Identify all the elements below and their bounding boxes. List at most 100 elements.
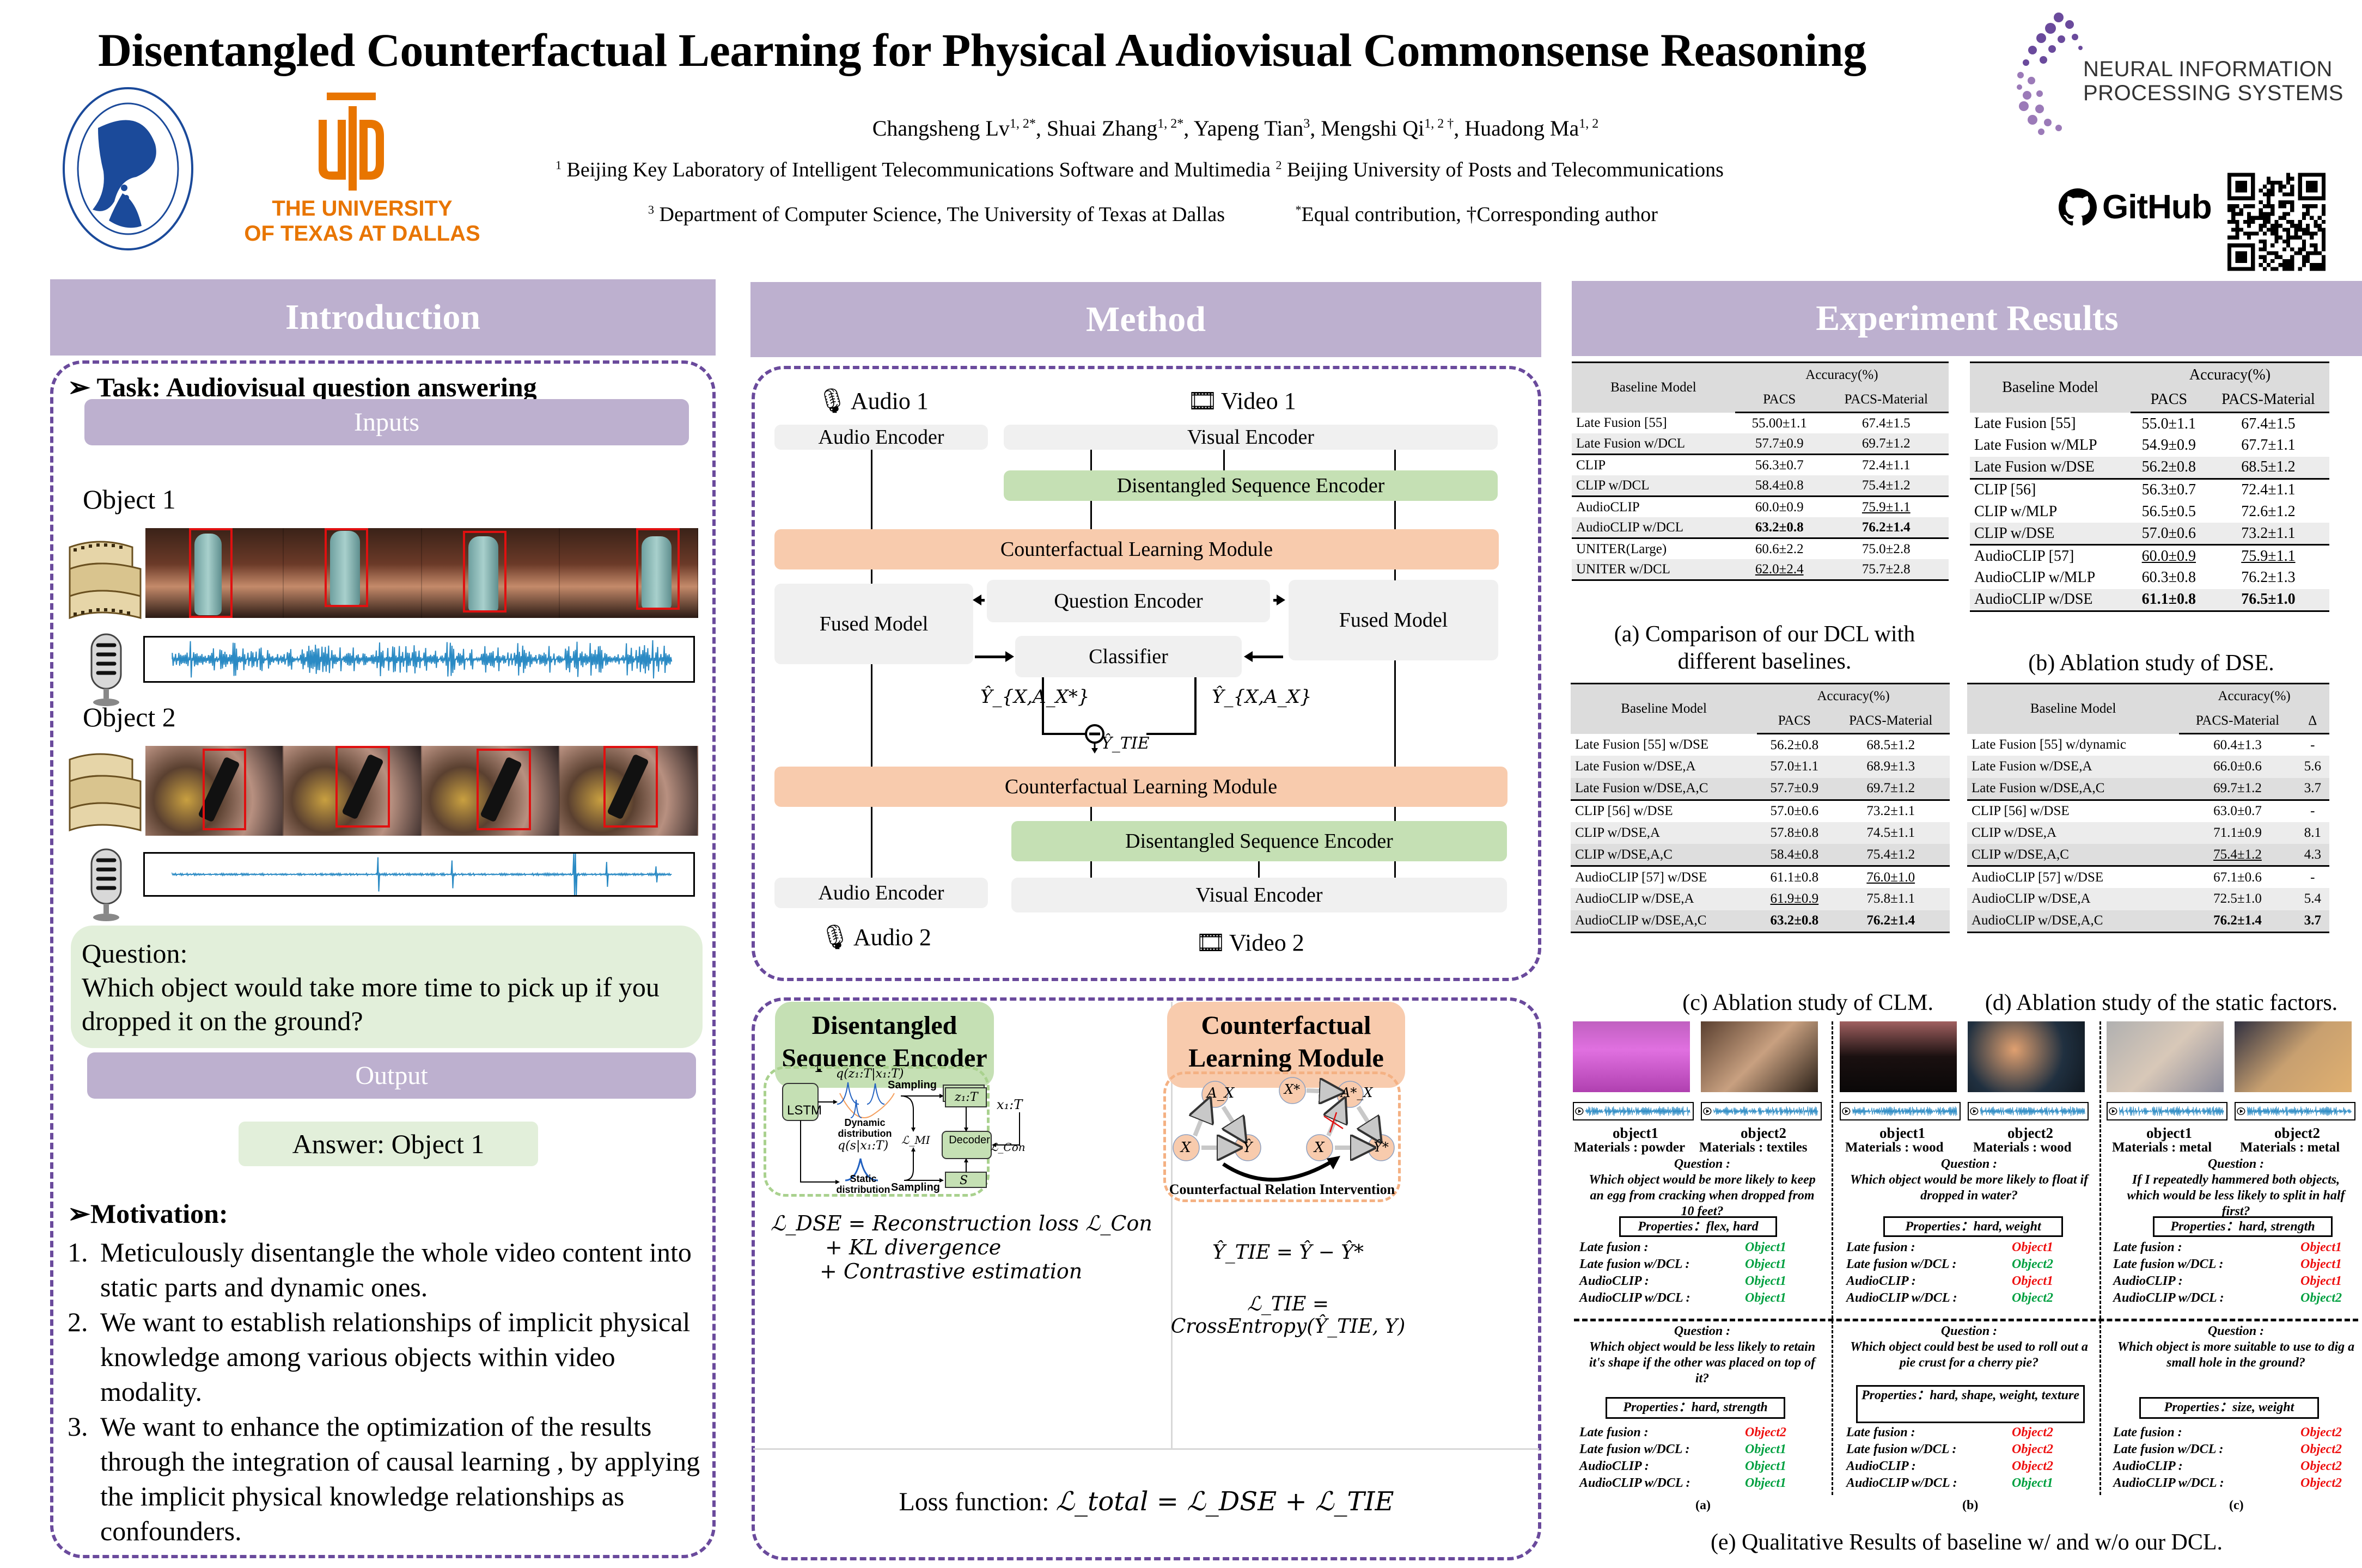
author-affiliation-marker: 3 — [1303, 117, 1310, 131]
question-box: Question: Which object would take more t… — [71, 926, 703, 1048]
connector-line — [871, 807, 872, 878]
dynamic-curve — [839, 1093, 895, 1118]
clm-diagram-caption: Counterfactual Relation Intervention — [1169, 1181, 1395, 1197]
intervention-arrow — [1222, 1159, 1333, 1182]
audio2-input: 🎙Audio 2 — [820, 923, 931, 951]
header-column: PACS — [1735, 387, 1824, 413]
accuracy-value: 75.0±2.8 — [1861, 541, 1911, 556]
header-column: PACS-Material — [1823, 387, 1949, 413]
prediction-row: Late fusion :Object1 — [1846, 1240, 2053, 1254]
affiliation-2: Beijing University of Posts and Telecomm… — [1287, 158, 1724, 181]
prediction-row: Late fusion :Object1 — [1579, 1240, 1786, 1254]
arrow-bullet-icon: ➢ — [68, 372, 97, 402]
properties-box: Properties：hard, weight — [1883, 1216, 2063, 1237]
node-xstar — [1279, 1077, 1306, 1104]
accuracy-value: 69.7±1.2 — [1823, 433, 1949, 455]
header-model: Baseline Model — [1572, 362, 1735, 413]
header-accuracy: Accuracy(%) — [2179, 683, 2329, 709]
sampling-label-bottom: Sampling — [891, 1181, 941, 1193]
audio-player[interactable] — [1968, 1102, 2089, 1120]
header-column: PACS — [1757, 708, 1832, 734]
model-name: Late Fusion w/DSE,A — [1967, 756, 2180, 778]
node-ystar-label: Ŷ* — [1374, 1140, 1389, 1155]
object1-material: Materials : powder — [1574, 1140, 1686, 1155]
cut-cross-icon — [1323, 1112, 1344, 1133]
accuracy-value: 54.9±0.9 — [2141, 437, 2196, 454]
model-name: CLIP w/DSE,A,C — [1571, 844, 1757, 867]
model-name: AudioCLIP w/DSE — [1970, 589, 2131, 612]
accuracy-value: 58.4±0.8 — [1735, 475, 1824, 497]
github-link[interactable]: GitHub — [2059, 188, 2212, 226]
motivation-list: 1. Meticulously disentangle the whole vid… — [68, 1235, 710, 1548]
accuracy-value: 4.3 — [2296, 844, 2329, 867]
object1-material: Materials : metal — [2112, 1140, 2212, 1155]
audio-player[interactable] — [2235, 1102, 2355, 1120]
accuracy-value: 75.7±2.8 — [1823, 559, 1949, 581]
audio1-input: 🎙Audio 1 — [817, 387, 929, 415]
audio-player[interactable] — [1840, 1102, 1961, 1120]
prediction-row: Late fusion w/DCL :Object1 — [2113, 1257, 2342, 1271]
object1-audio-waveform — [143, 636, 695, 683]
accuracy-value: 57.7±0.9 — [1757, 777, 1832, 801]
object1-caption: object1 — [2146, 1125, 2192, 1141]
dse-loss-line: + Contrastive estimation — [820, 1259, 1083, 1283]
accuracy-value: 5.6 — [2296, 756, 2329, 778]
accuracy-value: 73.2±1.1 — [1866, 804, 1915, 818]
section-header-method: Method — [750, 282, 1541, 357]
motivation-item: 2.We want to establish relationships of … — [68, 1304, 710, 1409]
header-accuracy: Accuracy(%) — [1757, 683, 1950, 709]
table-d-caption: (d) Ablation study of the static factors… — [1985, 990, 2338, 1015]
author: Changsheng Lv1, 2* — [872, 116, 1036, 140]
audio-player[interactable] — [2107, 1102, 2227, 1120]
item-number: 1. — [68, 1237, 88, 1267]
neurips-line2: PROCESSING SYSTEMS — [2083, 81, 2343, 105]
tie-equation: Ŷ_TIE = Ŷ − Ŷ* — [1212, 1241, 1364, 1264]
model-name: CLIP w/MLP — [1974, 503, 2058, 520]
video-frame — [560, 746, 698, 836]
item-text: Meticulously disentangle the whole video… — [100, 1237, 692, 1302]
qualitative-caption: (e) Qualitative Results of baseline w/ a… — [1710, 1530, 2223, 1555]
motivation-title: Motivation: — [90, 1198, 228, 1229]
audio1-label: Audio 1 — [850, 387, 929, 414]
author: Huadong Ma1, 2 — [1464, 116, 1599, 140]
connector-line — [871, 450, 872, 529]
connector-line — [1394, 861, 1396, 878]
accuracy-value: 75.4±1.2 — [1832, 844, 1950, 867]
accuracy-value: 61.1±0.8 — [2130, 589, 2207, 612]
qr-code[interactable] — [2227, 171, 2326, 272]
audio-player[interactable] — [1701, 1102, 1822, 1120]
video1-label: Video 1 — [1220, 387, 1296, 414]
model-name: AudioCLIP w/DSE,A — [1967, 888, 2180, 910]
prediction-row: AudioCLIP :Object2 — [1846, 1459, 2053, 1473]
static-distribution-label: Static distribution — [836, 1173, 890, 1195]
audio-player[interactable] — [1573, 1102, 1694, 1120]
prediction-row: Late fusion w/DCL :Object2 — [1846, 1442, 2053, 1456]
accuracy-value: - — [2310, 869, 2315, 885]
accuracy-value: 72.6±1.2 — [2241, 503, 2296, 520]
prediction-row: Late fusion w/DCL :Object2 — [1846, 1257, 2053, 1271]
dse-block-1: Disentangled Sequence Encoder — [1004, 470, 1498, 501]
properties-box: Properties：hard, strength — [2153, 1216, 2333, 1237]
prediction-row: Late fusion :Object2 — [2113, 1425, 2342, 1440]
object2-caption: object2 — [2274, 1125, 2320, 1141]
accuracy-value: - — [2310, 737, 2315, 752]
object2-caption: object2 — [2007, 1125, 2053, 1141]
header-model: Baseline Model — [1571, 683, 1757, 734]
connector-line — [871, 569, 872, 584]
accuracy-value: 75.8±1.1 — [1832, 888, 1950, 910]
header-model: Baseline Model — [1970, 362, 2131, 413]
item-text: We want to establish relationships of im… — [100, 1307, 691, 1407]
properties-box: Properties：hard, strength — [1606, 1397, 1785, 1419]
node-y-label: Ŷ — [1243, 1140, 1253, 1156]
author-affiliation-marker: 1, 2 † — [1424, 117, 1454, 131]
